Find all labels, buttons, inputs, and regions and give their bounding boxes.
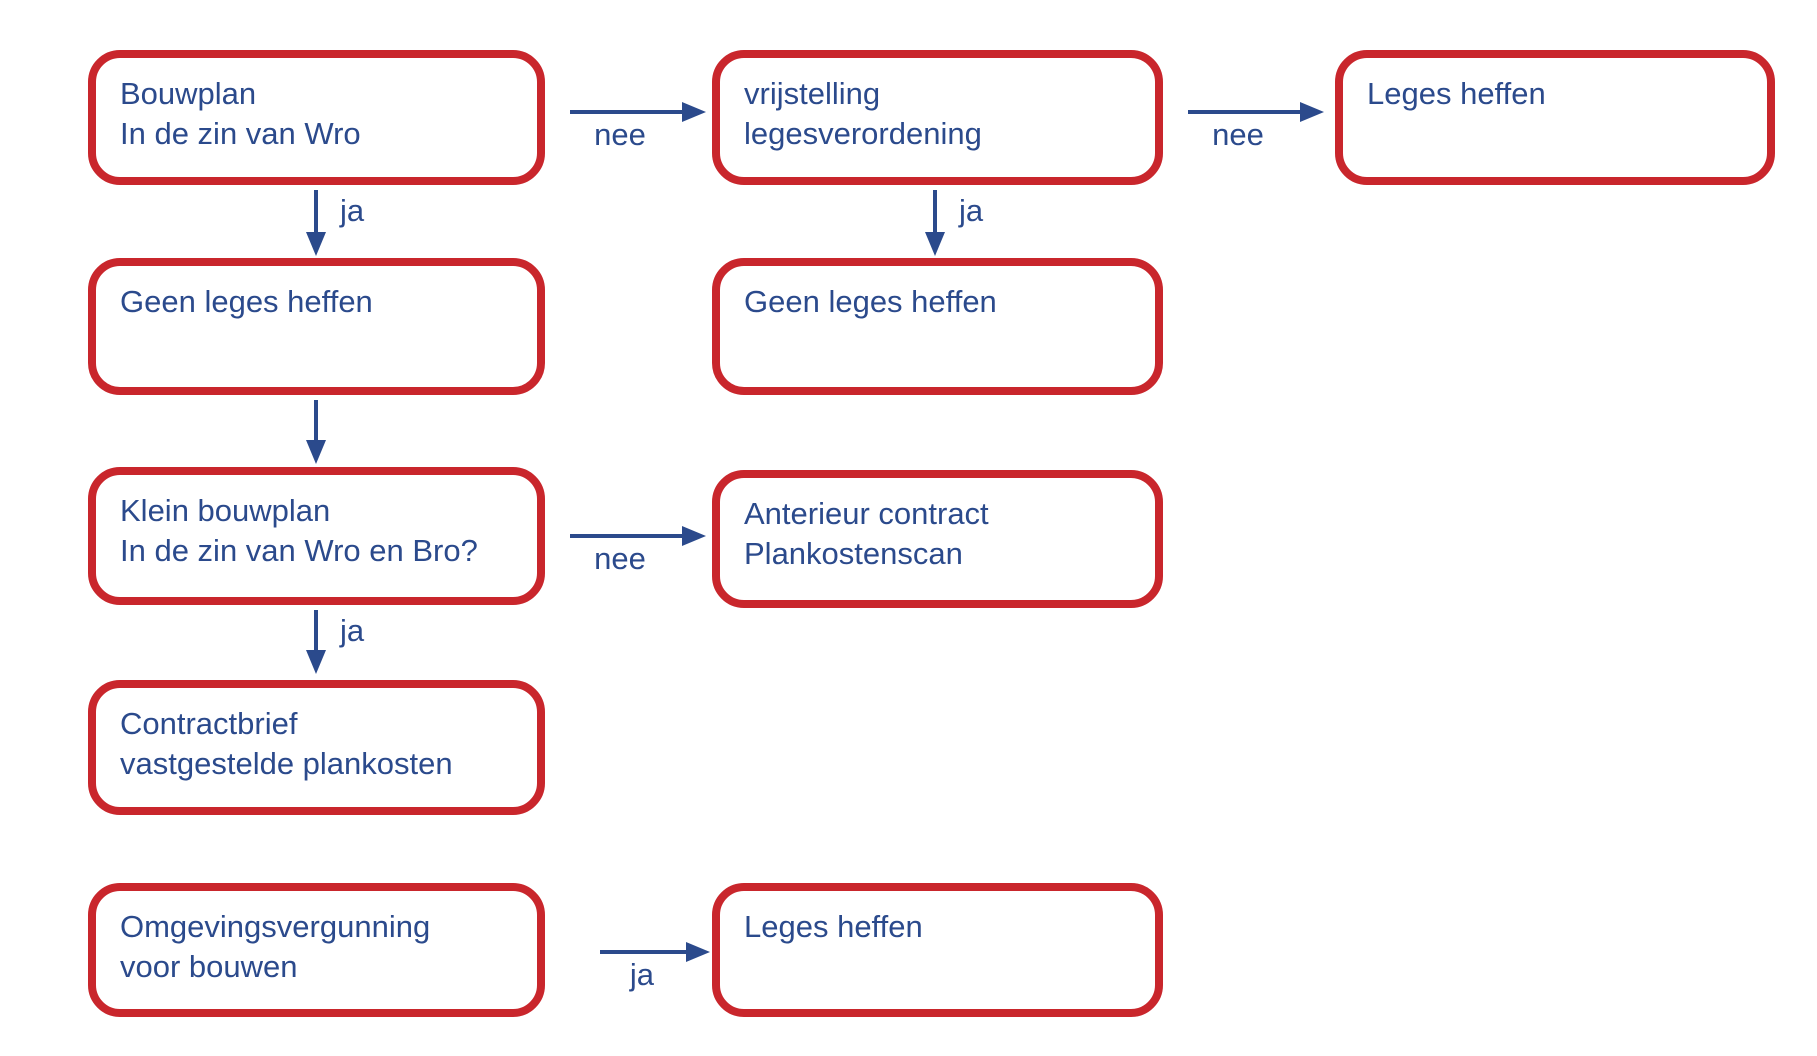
node-text-line1: Leges heffen <box>1367 76 1546 111</box>
node-omgevingsvergunning: Omgevingsvergunning voor bouwen <box>88 883 545 1017</box>
node-text-line1: vrijstelling <box>744 76 881 111</box>
arrow-label-nee: nee <box>594 117 646 152</box>
arrowhead-down-icon <box>306 650 326 674</box>
arrow-shaft-klein-bouwplan-to-anterieur <box>570 534 682 538</box>
arrowhead-right-icon <box>682 526 706 546</box>
arrow-shaft-vrijstelling-to-leges-heffen <box>1188 110 1300 114</box>
arrow-shaft-bouwplan-to-vrijstelling <box>570 110 682 114</box>
node-text-line2: In de zin van Wro <box>120 116 361 151</box>
arrow-shaft-vrijstelling-to-geen-leges <box>933 190 937 232</box>
node-leges-heffen-bottom: Leges heffen <box>712 883 1163 1017</box>
node-text-line1: Klein bouwplan <box>120 493 331 528</box>
arrow-label-nee: nee <box>594 541 646 576</box>
arrowhead-right-icon <box>682 102 706 122</box>
arrowhead-right-icon <box>686 942 710 962</box>
node-vrijstelling: vrijstelling legesverordening <box>712 50 1163 185</box>
node-leges-heffen-top: Leges heffen <box>1335 50 1775 185</box>
arrow-shaft-klein-bouwplan-to-contractbrief <box>314 610 318 650</box>
arrow-label-ja: ja <box>959 193 984 228</box>
node-geen-leges-heffen-2: Geen leges heffen <box>712 258 1163 395</box>
arrow-shaft-geen-leges-to-klein-bouwplan <box>314 400 318 440</box>
node-text-line1: Contractbrief <box>120 706 298 741</box>
node-text-line1: Geen leges heffen <box>744 284 997 319</box>
node-text-line1: Omgevingsvergunning <box>120 909 431 944</box>
arrow-label-ja: ja <box>340 613 365 648</box>
node-text-line2: legesverordening <box>744 116 982 151</box>
arrowhead-right-icon <box>1300 102 1324 122</box>
arrow-shaft-bouwplan-to-geen-leges <box>314 190 318 232</box>
node-anterieur-contract: Anterieur contract Plankostenscan <box>712 470 1163 608</box>
arrowhead-down-icon <box>925 232 945 256</box>
arrow-label-ja: ja <box>340 193 365 228</box>
arrowhead-down-icon <box>306 232 326 256</box>
node-geen-leges-heffen-1: Geen leges heffen <box>88 258 545 395</box>
node-text-line1: Bouwplan <box>120 76 257 111</box>
node-bouwplan: Bouwplan In de zin van Wro <box>88 50 545 185</box>
node-text-line1: Anterieur contract <box>744 496 989 531</box>
arrow-shaft-omgevingsvergunning-to-leges-heffen <box>600 950 686 954</box>
node-text-line2: Plankostenscan <box>744 536 963 571</box>
arrow-label-nee: nee <box>1212 117 1264 152</box>
node-text-line1: Geen leges heffen <box>120 284 373 319</box>
node-text-line1: Leges heffen <box>744 909 923 944</box>
node-text-line2: vastgestelde plankosten <box>120 746 453 781</box>
arrowhead-down-icon <box>306 440 326 464</box>
node-text-line2: voor bouwen <box>120 949 298 984</box>
node-text-line2: In de zin van Wro en Bro? <box>120 533 478 568</box>
node-contractbrief: Contractbrief vastgestelde plankosten <box>88 680 545 815</box>
node-klein-bouwplan: Klein bouwplan In de zin van Wro en Bro? <box>88 467 545 605</box>
arrow-label-ja: ja <box>629 957 655 992</box>
